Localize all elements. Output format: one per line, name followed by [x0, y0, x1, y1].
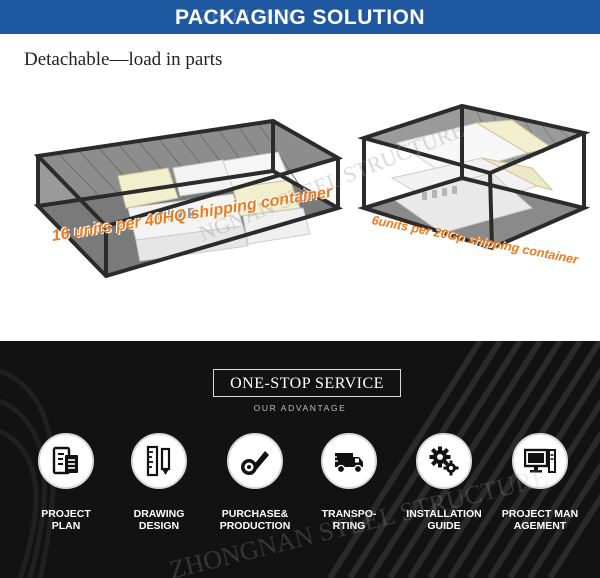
service-icon-circle — [131, 433, 187, 489]
service-label: DRAWING DESIGN — [133, 508, 185, 532]
header-banner: PACKAGING SOLUTION — [0, 0, 600, 34]
service-section: ONE-STOP SERVICE OUR ADVANTAGE PROJECT P… — [0, 341, 600, 578]
gears-icon — [429, 446, 459, 476]
service-title-box: ONE-STOP SERVICE — [213, 369, 401, 397]
computer-icon — [524, 448, 556, 473]
service-icon-circle — [512, 433, 568, 489]
service-label: INSTALLATION GUIDE — [406, 508, 482, 532]
document-icon — [52, 446, 78, 475]
service-icon-circle — [38, 433, 94, 489]
section-subtitle: Detachable—load in parts — [24, 49, 223, 70]
container-40hq-illustration — [33, 118, 344, 279]
service-icon-circle — [227, 433, 283, 489]
ruler-pencil-icon — [146, 445, 171, 477]
steel-roll-icon — [241, 451, 269, 475]
service-label: PROJECT PLAN — [41, 508, 91, 532]
service-icon-circle — [416, 433, 472, 489]
service-subtitle: OUR ADVANTAGE — [253, 403, 347, 413]
service-label: PROJECT MAN AGEMENT — [501, 508, 579, 532]
truck-icon — [333, 453, 363, 474]
service-label: PURCHASE& PRODUCTION — [219, 508, 291, 532]
service-label: TRANSPO- RTING — [321, 508, 377, 532]
container-20gp-illustration — [357, 103, 591, 251]
page-title: PACKAGING SOLUTION — [174, 6, 426, 29]
service-title: ONE-STOP SERVICE — [230, 375, 384, 392]
service-icon-circle — [321, 433, 377, 489]
